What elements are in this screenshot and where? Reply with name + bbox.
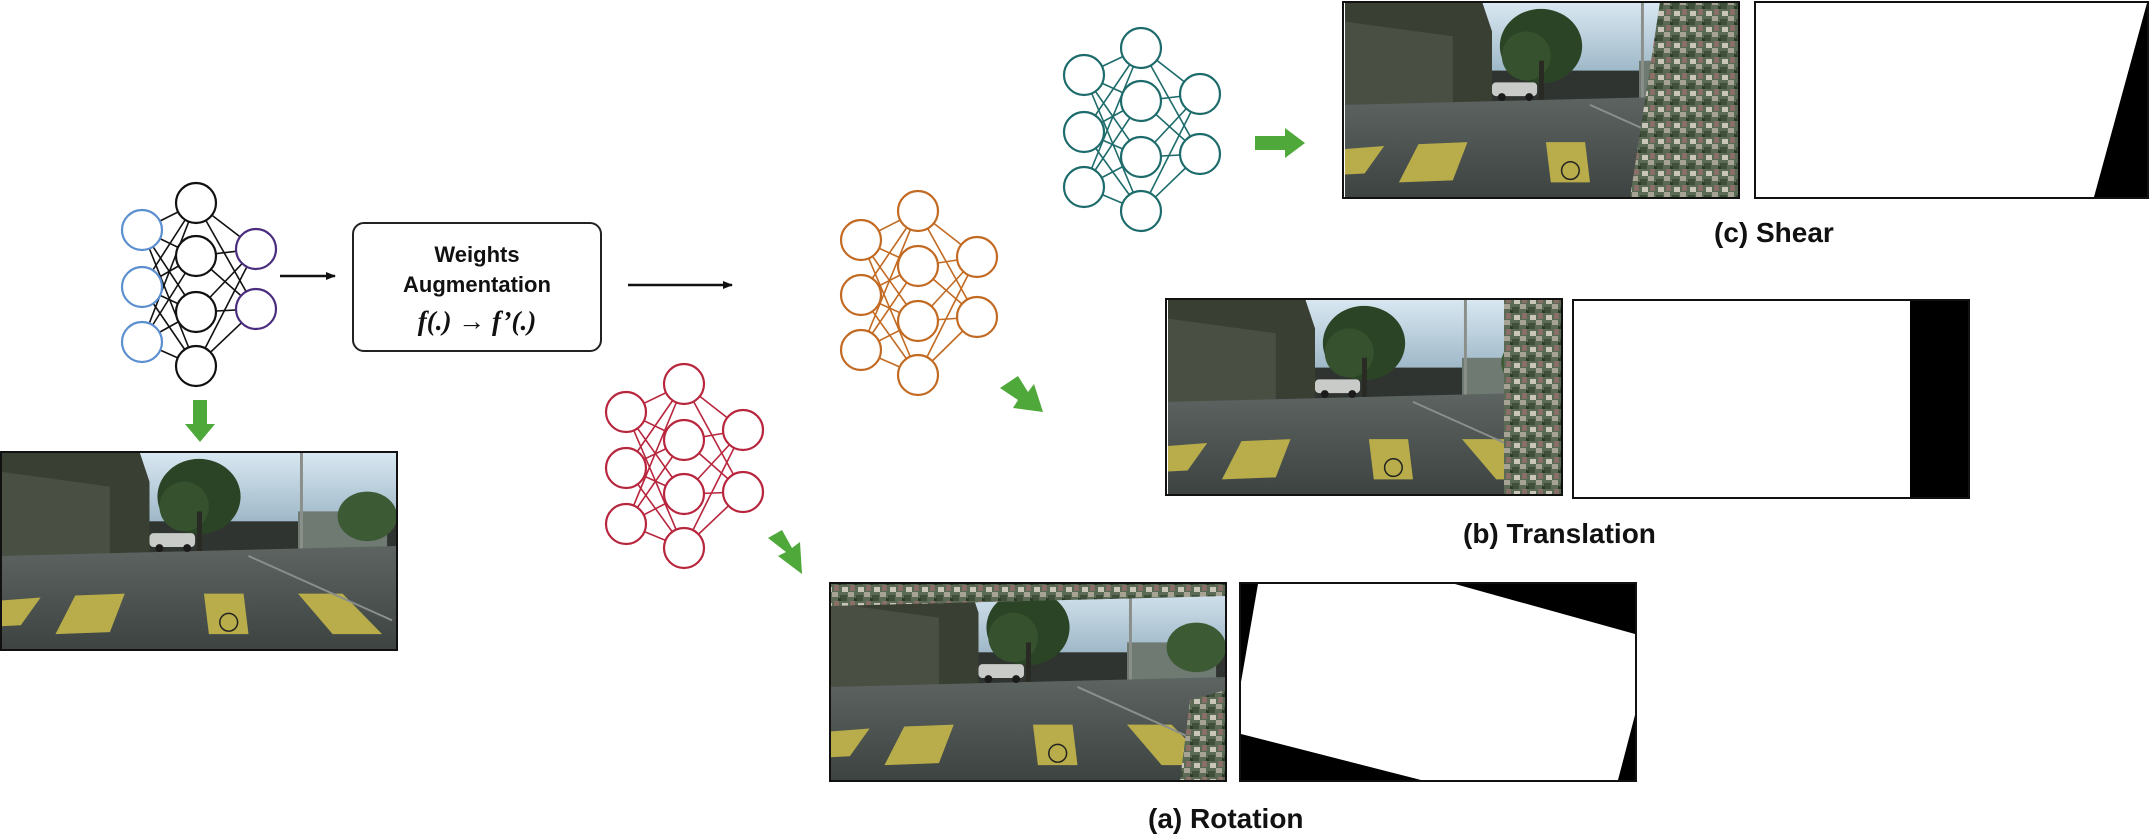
shear-street-image [1342, 1, 1740, 199]
augmentation-title-line1: Weights [434, 242, 520, 267]
arrow-right-icon [1255, 128, 1305, 158]
augmentation-formula: f(.) → f’(.) [417, 306, 537, 336]
arrow-down-icon [185, 400, 215, 442]
caption-shear: (c) Shear [1714, 217, 1834, 248]
neural-network-icon [120, 181, 278, 388]
shear-network [1062, 26, 1222, 233]
translation-network [839, 189, 999, 397]
arrow-diagonal-icon [1000, 376, 1043, 412]
caption-translation: (b) Translation [1463, 518, 1656, 549]
weights-augmentation-box: Weights Augmentation f(.) → f’(.) [352, 222, 602, 352]
translation-mask [1572, 299, 1970, 499]
rotation-mask [1239, 582, 1637, 782]
translation-street-image [1165, 298, 1563, 496]
rotation-street-image [829, 582, 1227, 782]
augmentation-title-line2: Augmentation [403, 272, 551, 297]
input-network [120, 181, 278, 388]
shear-mask [1754, 1, 2149, 199]
caption-rotation: (a) Rotation [1148, 803, 1304, 834]
arrow-diagonal-icon [768, 530, 802, 574]
input-street-image [0, 451, 398, 651]
rotation-network [604, 362, 765, 570]
